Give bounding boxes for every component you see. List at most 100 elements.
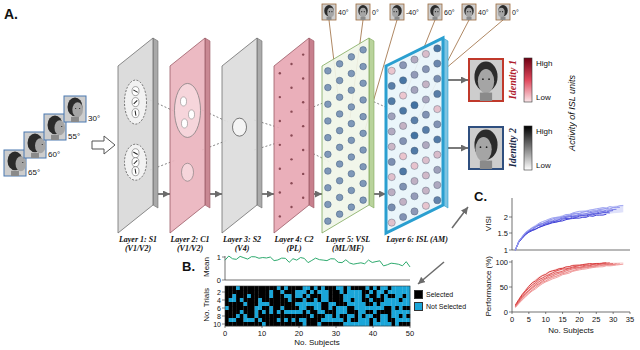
heatmap-cell [369, 318, 373, 322]
heatmap-cell [392, 286, 396, 290]
label-box: 8 [217, 313, 221, 320]
heatmap-cell [399, 298, 403, 302]
heatmap-cell [240, 290, 244, 294]
heatmap-cell [255, 294, 259, 298]
photo-frame [496, 4, 510, 20]
heatmap-cell [362, 302, 366, 306]
heatmap-cell [329, 318, 333, 322]
heatmap-cell [284, 302, 288, 306]
heatmap-cell [269, 290, 273, 294]
isl-unit [411, 117, 418, 124]
layer-label: Layer 5: VSL (ML/MF) [326, 235, 370, 253]
heatmap-cell [406, 306, 410, 310]
heatmap-cell [373, 310, 377, 314]
tick-label: 4 [217, 297, 221, 304]
heatmap-cell [395, 286, 399, 290]
label-box: 1.5 [498, 229, 508, 238]
heatmap-cell [332, 318, 336, 322]
heatmap-cell [232, 322, 236, 326]
heatmap-cell [366, 290, 370, 294]
neck [500, 17, 505, 20]
heatmap-cell [321, 294, 325, 298]
label-box: 30 [332, 329, 340, 338]
isl-unit [411, 193, 418, 200]
heatmap-cell [377, 310, 381, 314]
tick [262, 326, 263, 328]
heatmap-cell [295, 322, 299, 326]
heatmap-cell [351, 306, 355, 310]
heatmap-cell [266, 302, 270, 306]
heatmap-cell [377, 290, 381, 294]
face-photo [390, 4, 404, 20]
heatmap-cell [255, 290, 259, 294]
tick-label: 2 [504, 213, 508, 222]
filter-patch [132, 167, 139, 176]
vsl-unit [325, 218, 332, 225]
heatmap-cell [314, 302, 318, 306]
angle-label: -40° [406, 9, 419, 16]
heatmap-cell [240, 298, 244, 302]
heatmap-cell [232, 290, 236, 294]
heatmap-cell [236, 322, 240, 326]
heatmap-cell [240, 302, 244, 306]
heatmap-cell [284, 294, 288, 298]
heatmap-cell [247, 286, 251, 290]
isl-unit [422, 50, 429, 57]
heatmap-cell [269, 314, 273, 318]
face-photo [496, 4, 510, 20]
heatmap-cell [399, 286, 403, 290]
heatmap-cell [332, 298, 336, 302]
axis [512, 260, 630, 312]
heatmap-cell [232, 318, 236, 322]
heatmap-cell [369, 302, 373, 306]
heatmap-cell [251, 322, 255, 326]
heatmap-cell [299, 310, 303, 314]
feature-dot [302, 197, 304, 199]
slab-face [274, 38, 309, 233]
isl-unit [422, 157, 429, 164]
slab-face [170, 38, 205, 233]
heatmap-cell [369, 286, 373, 290]
heatmap-cell [384, 322, 388, 326]
heatmap-cell [310, 306, 314, 310]
heatmap-cell [318, 286, 322, 290]
heatmap-cell [273, 294, 277, 298]
legend-text: Selected [426, 291, 453, 298]
face-skin [475, 137, 491, 161]
label-box: 60° [444, 9, 455, 16]
tick-label: 15 [558, 315, 566, 324]
heatmap-cell [288, 310, 292, 314]
heatmap-cell [369, 322, 373, 326]
heatmap-cell [251, 310, 255, 314]
heatmap-cell [255, 310, 259, 314]
isl-unit [400, 198, 407, 205]
label-box: No. Subjects [294, 338, 339, 347]
heatmap-cell [266, 294, 270, 298]
heatmap-cell [269, 294, 273, 298]
isl-unit [411, 71, 418, 78]
label-box: -40° [406, 9, 419, 16]
connector-arrow [262, 193, 274, 195]
heatmap-cell [329, 294, 333, 298]
heatmap-cell [266, 286, 270, 290]
heatmap-cell [269, 318, 273, 322]
heatmap-cell [247, 306, 251, 310]
heatmap-cell [392, 298, 396, 302]
heatmap-cell [288, 318, 292, 322]
heatmap-cell [236, 290, 240, 294]
face-skin [54, 120, 65, 135]
vsl-unit [360, 113, 367, 120]
isl-unit [400, 213, 407, 220]
tick [222, 308, 225, 309]
heatmap-cell [388, 290, 392, 294]
heatmap-cell [255, 302, 259, 306]
slab-outline [386, 38, 448, 233]
heatmap-cell [395, 306, 399, 310]
face-photo [24, 132, 46, 158]
heatmap-cell [303, 302, 307, 306]
angle-label: 60° [48, 150, 60, 159]
legend-item: Not Selected [414, 302, 466, 311]
heatmap-cell [255, 314, 259, 318]
heatmap-cell [347, 290, 351, 294]
heatmap-cell [347, 302, 351, 306]
